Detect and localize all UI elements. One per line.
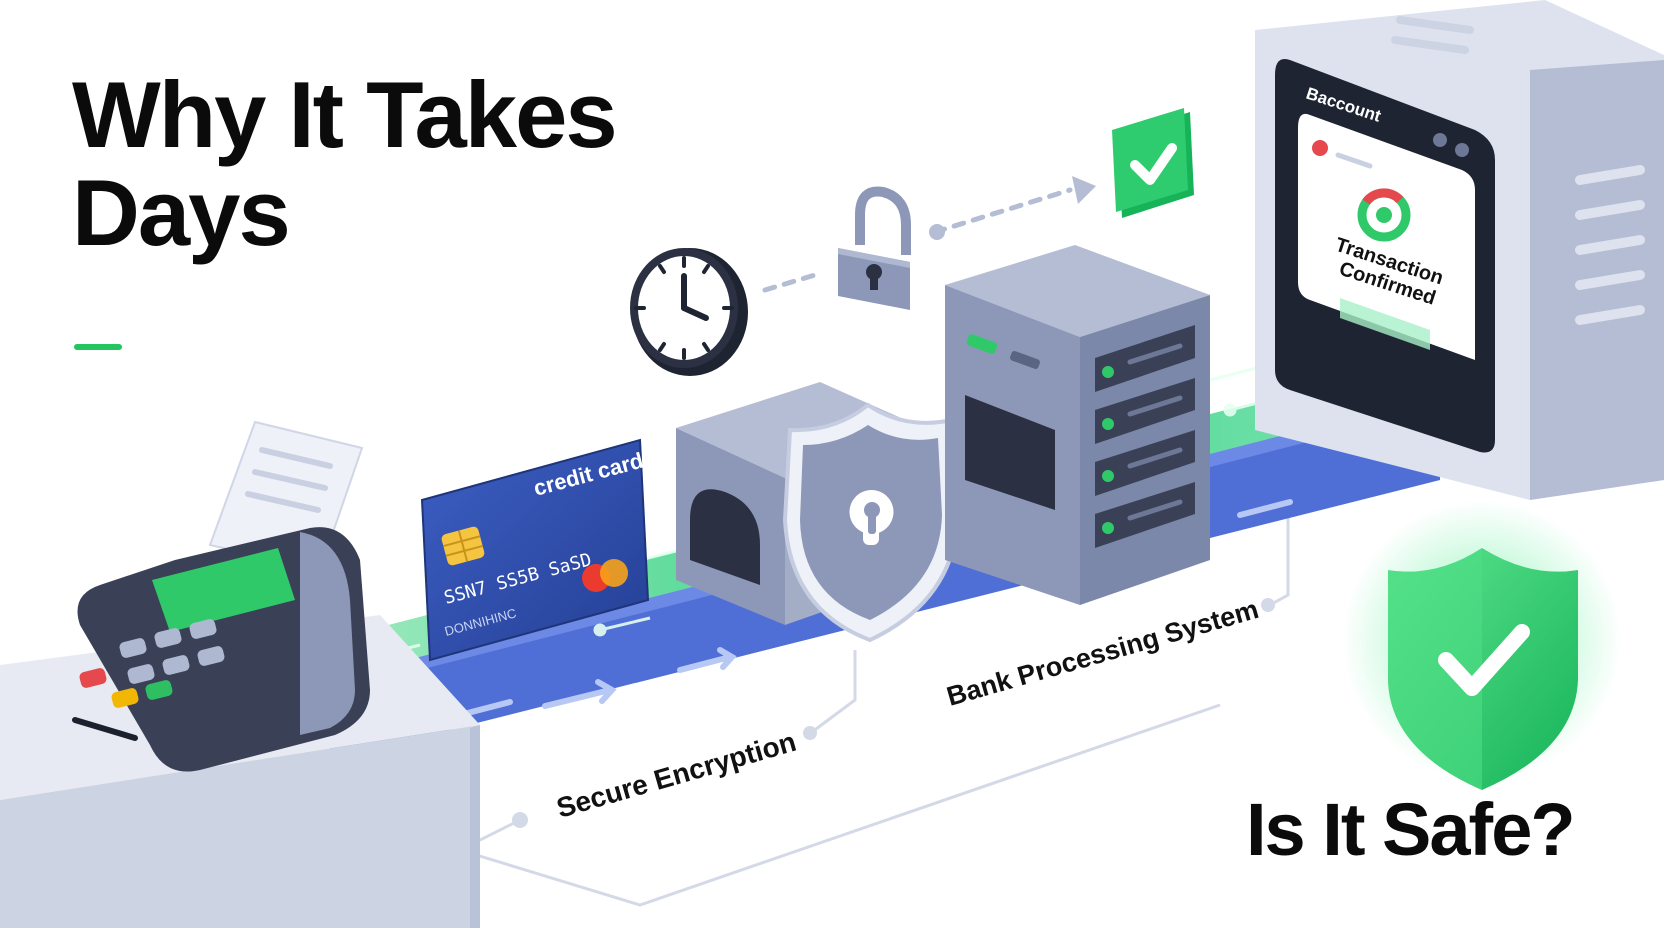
mastercard-logo-icon bbox=[582, 559, 628, 592]
shield-check-icon bbox=[1342, 500, 1622, 790]
page-title: Why It Takes Days bbox=[72, 62, 618, 265]
bank-server-tower bbox=[945, 245, 1210, 605]
accent-divider bbox=[74, 344, 122, 350]
pos-terminal-icon bbox=[72, 527, 370, 772]
connector-lines bbox=[455, 500, 1290, 907]
safety-question: Is It Safe? bbox=[1246, 788, 1576, 871]
clock-icon bbox=[630, 248, 748, 376]
server-rack-slots bbox=[1095, 325, 1195, 548]
encryption-label: Secure Encryption bbox=[553, 726, 799, 824]
padlock-icon bbox=[838, 186, 911, 310]
credit-card bbox=[420, 438, 650, 662]
bank-processing-label: Bank Processing System bbox=[943, 594, 1261, 712]
chip-icon bbox=[441, 526, 485, 566]
bank-terminal-machine bbox=[1255, 0, 1664, 500]
check-badge-icon bbox=[1112, 108, 1194, 218]
dashed-progress-path bbox=[762, 187, 1073, 293]
shield-lock-icon bbox=[782, 402, 961, 643]
